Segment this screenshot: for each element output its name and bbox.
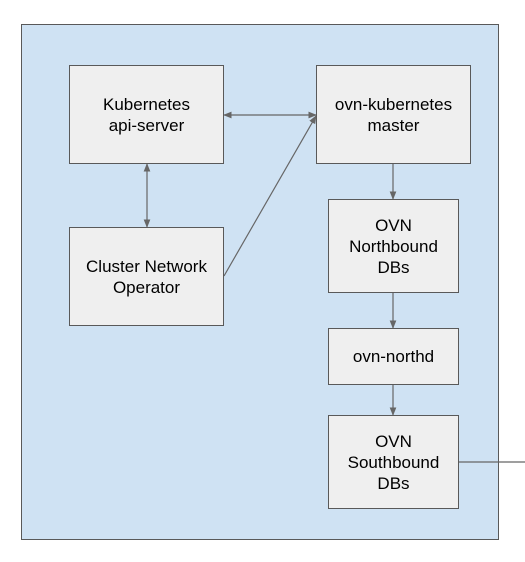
node-label-line: ovn-northd xyxy=(352,347,435,366)
node-cluster-network-operator: Cluster Network Operator xyxy=(69,227,224,326)
node-label-line: DBs xyxy=(377,257,410,277)
node-label-line: master xyxy=(367,115,420,135)
node-label-line: Southbound xyxy=(347,452,440,472)
node-ovn-northbound-dbs: OVN Northbound DBs xyxy=(328,199,459,293)
node-ovn-kubernetes-master: ovn-kubernetes master xyxy=(316,65,471,164)
node-kubernetes-api-server: Kubernetes api-server xyxy=(69,65,224,164)
node-label-line: OVN xyxy=(375,215,412,235)
node-label-line: Cluster Network xyxy=(86,256,207,276)
node-label-line: api-server xyxy=(108,115,185,135)
node-label-line: DBs xyxy=(377,473,410,493)
node-label-line: Kubernetes xyxy=(103,94,190,114)
edge-cno-to-ovnk-master xyxy=(223,115,317,277)
node-label-line: Northbound xyxy=(349,236,438,256)
node-label-line: OVN xyxy=(375,431,412,451)
node-ovn-southbound-dbs: OVN Southbound DBs xyxy=(328,415,459,509)
node-ovn-northd: ovn-northd xyxy=(328,328,459,385)
node-label-line: ovn-kubernetes xyxy=(334,94,453,114)
node-label-line: Operator xyxy=(112,277,181,297)
